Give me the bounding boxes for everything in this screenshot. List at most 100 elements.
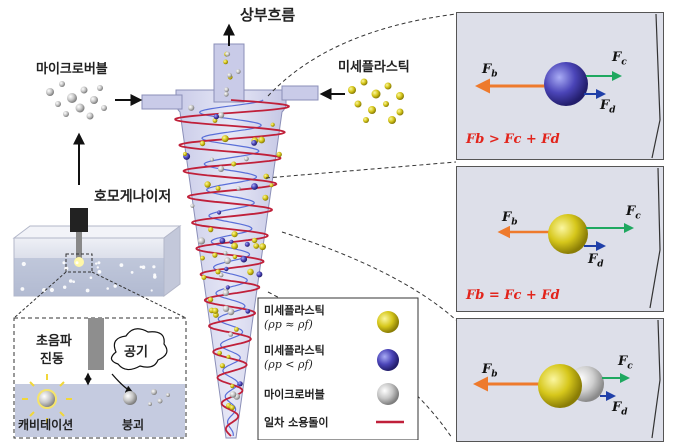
tank-bubble <box>64 266 69 271</box>
panel3-fb-label: Fb <box>482 362 498 380</box>
tank-bubble <box>49 287 55 293</box>
legend-label-1: 미세플라스틱 <box>264 304 325 317</box>
tank-bubble <box>106 287 109 290</box>
outlet-particle <box>223 59 229 65</box>
microplastic-particle <box>363 117 369 123</box>
microbubble <box>90 96 98 104</box>
panel2-fd-label: Fd <box>588 252 604 270</box>
cone-particle <box>230 384 235 389</box>
tank-bubble <box>72 280 75 284</box>
cavitation-inset <box>13 317 187 439</box>
cone-particle <box>228 332 234 337</box>
microplastic-particle <box>348 86 356 94</box>
microbubble <box>59 81 65 87</box>
microplastic-particle <box>360 78 368 86</box>
legend-swatch-blue <box>377 349 399 371</box>
cone-particle <box>212 118 218 123</box>
cone-particle <box>232 254 238 260</box>
cone-particle <box>256 271 263 278</box>
legend-label-2: 미세플라스틱 <box>264 344 325 357</box>
zoom-source-box <box>65 253 93 273</box>
cone-particles <box>182 51 282 411</box>
primary-vortex <box>174 99 290 437</box>
tank-bubble <box>97 270 102 274</box>
outlet-particle <box>235 69 241 74</box>
cone-particle <box>217 350 222 356</box>
cone-particle <box>229 239 234 244</box>
cone-particle <box>251 140 257 146</box>
tank-bubble <box>113 284 117 288</box>
cone-particle <box>245 308 251 314</box>
cone-particle <box>236 186 241 191</box>
cone-particle <box>251 237 258 244</box>
legend-swatch-yellow <box>377 311 399 333</box>
cone-particle <box>231 242 239 250</box>
cone-particle <box>212 252 218 258</box>
cone-particle <box>234 327 239 332</box>
microbubble <box>97 85 103 91</box>
cone-particle <box>212 307 219 314</box>
panel1-fb-label: Fb <box>482 62 498 80</box>
cone-particle <box>190 203 195 208</box>
outlet-particle <box>224 87 230 93</box>
force-panel-3 <box>456 318 664 442</box>
cone-particle <box>208 227 214 233</box>
homogenizer-probe <box>70 208 88 267</box>
cone-particle <box>226 354 231 359</box>
tank-bubble <box>150 289 153 292</box>
panel3-fc-label: Fc <box>618 354 633 372</box>
cone-particle <box>276 151 282 158</box>
cone-particle <box>258 136 265 144</box>
cone-particle <box>227 308 235 316</box>
microplastic-cluster <box>348 78 404 124</box>
cone-particle <box>244 156 249 162</box>
outlet-particle <box>223 91 229 97</box>
cone-particle <box>224 266 229 272</box>
cone-particle <box>221 135 229 143</box>
cone-particle <box>217 165 225 172</box>
tank-bubble <box>62 285 67 289</box>
microplastic-particle <box>396 108 404 116</box>
microbubble <box>63 111 69 117</box>
microbubble <box>46 88 54 96</box>
tank-bubble <box>68 279 73 283</box>
cone-particle <box>231 161 237 167</box>
cone-particle <box>222 289 230 297</box>
panel3-fd-label: Fd <box>612 400 628 418</box>
cone-particle <box>199 140 206 147</box>
cone-particle <box>222 305 230 312</box>
legend-sub-1: (ρp ≈ ρf) <box>264 318 313 331</box>
microbubble <box>86 112 94 120</box>
cone-particle <box>219 272 224 278</box>
legend-sub-2: (ρp < ρf) <box>264 358 313 371</box>
cone-particle <box>247 268 254 276</box>
legend-swatch-gray <box>377 383 399 405</box>
cone-particle <box>217 210 222 215</box>
cone-particle <box>215 269 221 275</box>
microbubble <box>101 105 107 111</box>
primary-vortex-line <box>174 99 290 437</box>
cavitation-burst-icon <box>22 374 72 424</box>
legend-box <box>257 297 419 440</box>
microbubble-label: 마이크로버블 <box>36 62 108 77</box>
cone-particle <box>229 391 237 398</box>
microplastic-particle <box>383 101 389 107</box>
cone-particle <box>197 237 206 245</box>
cone-particle <box>182 151 188 157</box>
tank-bubble <box>89 276 93 280</box>
tank-bubble <box>95 262 98 265</box>
cone-particle <box>218 112 225 119</box>
legend-label-4: 일차 소용돌이 <box>264 416 329 429</box>
microbubble <box>80 86 88 94</box>
panel2-equation: Fb = Fc + Fd <box>466 288 560 303</box>
microplastic-particle <box>371 89 381 99</box>
tank-bubble <box>152 265 156 269</box>
ultrasonic-label-2: 진동 <box>40 352 64 367</box>
tank-bubble <box>62 261 66 265</box>
panel2-fb-label: Fb <box>502 210 518 228</box>
microplastic-particle <box>368 106 376 114</box>
cone-particle <box>225 285 230 290</box>
air-label: 공기 <box>124 345 148 360</box>
tank-bubble <box>21 261 26 267</box>
